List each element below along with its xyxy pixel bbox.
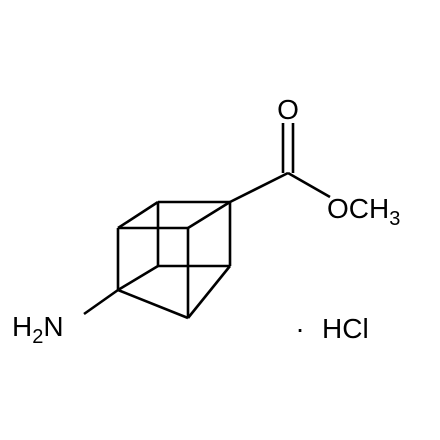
- methoxy-oxygen: O: [327, 193, 349, 224]
- cubane-bond: [187, 200, 231, 230]
- cubane-cage: [116, 200, 232, 320]
- cubane-bond: [186, 265, 232, 319]
- amine-nitrogen: N: [43, 311, 63, 342]
- salt-separator: ·: [295, 313, 304, 344]
- cubane-bond: [117, 200, 159, 230]
- ester-oxygen-bond: [287, 171, 331, 199]
- cubane-bond: [117, 264, 159, 292]
- methyl-hydrogen: H: [369, 193, 389, 224]
- amine-hydrogen-count: 2: [32, 326, 43, 348]
- amine-bond: [83, 288, 119, 316]
- cubane-bond: [117, 288, 189, 320]
- methyl-hydrogen-count: 3: [389, 208, 400, 230]
- ester-bond: [229, 171, 289, 204]
- amine-hydrogen: H: [12, 311, 32, 342]
- carbonyl-oxygen-label: O: [277, 94, 299, 125]
- amine-label: H2N: [12, 311, 64, 348]
- methoxy-label: OCH3: [327, 193, 400, 230]
- salt-counterion: HCl: [322, 313, 369, 344]
- methyl-carbon: C: [349, 193, 369, 224]
